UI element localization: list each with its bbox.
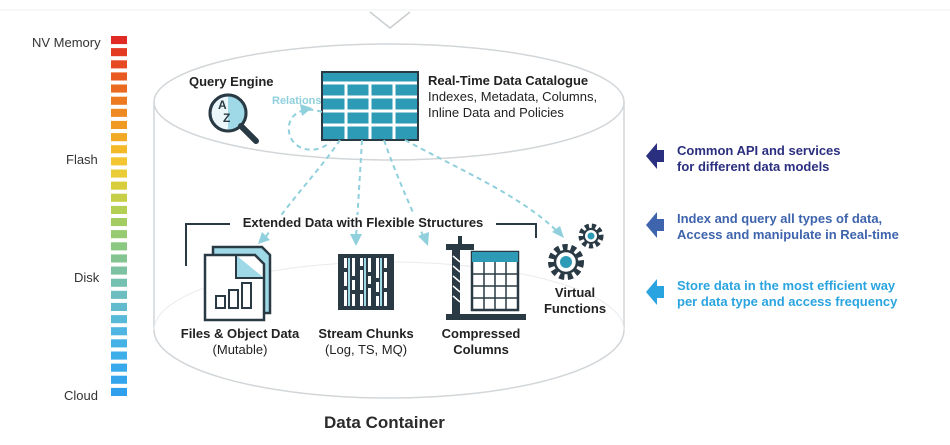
virtual-line-2: Functions bbox=[543, 301, 607, 316]
stack-segment bbox=[111, 254, 127, 263]
extended-bracket bbox=[185, 223, 537, 266]
stack-segment bbox=[111, 327, 127, 336]
virtual-functions-label: Virtual Functions bbox=[535, 285, 615, 317]
tier-label-disk: Disk bbox=[74, 270, 100, 285]
compressed-columns-label: Compressed Columns bbox=[426, 326, 536, 358]
query-badge-a: A bbox=[218, 98, 227, 112]
relations-label: Relations bbox=[272, 95, 322, 107]
stack-segment bbox=[111, 72, 127, 81]
data-container-title: Data Container bbox=[324, 413, 445, 432]
cylinder-bottom-rim bbox=[153, 329, 625, 399]
callout-api-line-1: Common API and services bbox=[677, 143, 841, 158]
files-object-label: Files & Object Data (Mutable) bbox=[170, 326, 310, 358]
tier-label-cloud: Cloud bbox=[64, 388, 98, 403]
callout-store-line-2: per data type and access frequency bbox=[677, 294, 898, 309]
stack-segment bbox=[111, 193, 127, 202]
stack-segment bbox=[111, 242, 127, 251]
files-title: Files & Object Data bbox=[180, 326, 300, 341]
stack-segment bbox=[111, 266, 127, 275]
files-object-icon bbox=[203, 245, 272, 322]
stream-title: Stream Chunks bbox=[318, 326, 414, 341]
compressed-line-1: Compressed bbox=[441, 326, 521, 341]
callout-index-line-1: Index and query all types of data, bbox=[677, 211, 883, 226]
catalogue-text: Real-Time Data Catalogue Indexes, Metada… bbox=[428, 73, 628, 121]
callout-arrow-2 bbox=[646, 212, 664, 238]
data-container-cylinder bbox=[153, 43, 625, 399]
stream-chunks-icon bbox=[338, 254, 394, 310]
query-engine-label: Query Engine bbox=[189, 74, 274, 89]
storage-tier-stack bbox=[111, 36, 127, 396]
callout-arrows bbox=[646, 143, 664, 305]
stack-segment bbox=[111, 339, 127, 348]
magnifier-icon bbox=[208, 93, 259, 144]
relations-loop-arrow bbox=[287, 108, 331, 151]
stream-sub: (Log, TS, MQ) bbox=[324, 342, 408, 357]
stack-segment bbox=[111, 36, 127, 45]
callout-store: Store data in the most efficient way per… bbox=[677, 278, 897, 310]
stack-segment bbox=[111, 278, 127, 287]
compressed-line-2: Columns bbox=[453, 342, 509, 357]
stack-segment bbox=[111, 108, 127, 117]
stack-segment bbox=[111, 120, 127, 129]
tier-label-nv-memory: NV Memory bbox=[32, 35, 101, 50]
stack-segment bbox=[111, 84, 127, 93]
gears-icon bbox=[548, 223, 604, 280]
callout-arrow-3 bbox=[646, 279, 664, 305]
catalogue-desc-2: Inline Data and Policies bbox=[428, 105, 564, 120]
stack-segment bbox=[111, 302, 127, 311]
stack-segment bbox=[111, 133, 127, 142]
catalogue-table-icon bbox=[321, 71, 419, 141]
stack-segment bbox=[111, 375, 127, 384]
catalogue-title: Real-Time Data Catalogue bbox=[428, 73, 589, 88]
query-badge-z: Z bbox=[223, 111, 231, 125]
catalogue-desc-1: Indexes, Metadata, Columns, bbox=[428, 89, 598, 104]
stack-segment bbox=[111, 181, 127, 190]
callout-api: Common API and services for different da… bbox=[677, 143, 841, 175]
extended-data-title: Extended Data with Flexible Structures bbox=[230, 215, 496, 230]
callout-api-line-2: for different data models bbox=[677, 159, 830, 174]
files-sub: (Mutable) bbox=[212, 342, 268, 357]
callout-index-line-2: Access and manipulate in Real-time bbox=[677, 227, 899, 242]
virtual-line-1: Virtual bbox=[554, 285, 596, 300]
stack-segment bbox=[111, 351, 127, 360]
tier-label-flash: Flash bbox=[66, 152, 98, 167]
stack-segment bbox=[111, 230, 127, 239]
stack-segment bbox=[111, 205, 127, 214]
stack-segment bbox=[111, 157, 127, 166]
stack-segment bbox=[111, 48, 127, 57]
stack-segment bbox=[111, 169, 127, 178]
stack-segment bbox=[111, 218, 127, 227]
stack-segment bbox=[111, 96, 127, 105]
compressed-columns-icon bbox=[446, 236, 526, 320]
stack-segment bbox=[111, 387, 127, 396]
callout-arrow-1 bbox=[646, 143, 664, 169]
callout-index: Index and query all types of data, Acces… bbox=[677, 211, 899, 243]
stack-segment bbox=[111, 315, 127, 324]
arrow-heads bbox=[258, 226, 564, 246]
stack-segment bbox=[111, 145, 127, 154]
top-chevron bbox=[369, 11, 411, 29]
callout-store-line-1: Store data in the most efficient way bbox=[677, 278, 896, 293]
stack-segment bbox=[111, 363, 127, 372]
stack-segment bbox=[111, 290, 127, 299]
stack-segment bbox=[111, 60, 127, 69]
stream-chunks-label: Stream Chunks (Log, TS, MQ) bbox=[306, 326, 426, 358]
